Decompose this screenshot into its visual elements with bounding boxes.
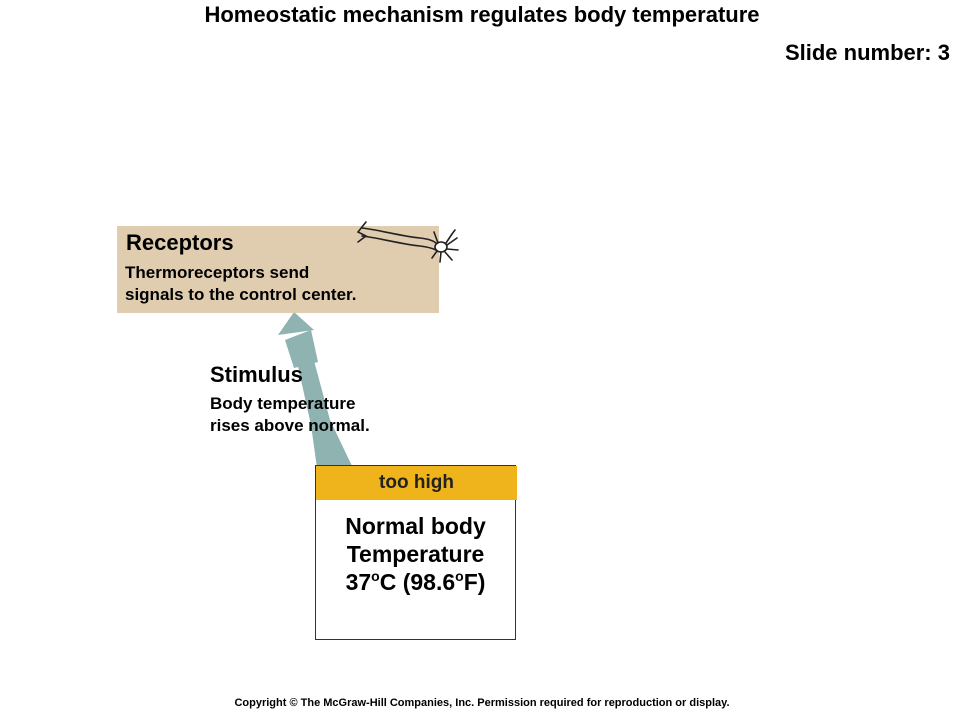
receptors-heading: Receptors	[126, 230, 234, 255]
neuron-icon	[356, 221, 459, 263]
fahrenheit-unit: F)	[463, 569, 486, 595]
slide-number: Slide number: 3	[784, 40, 950, 65]
too-high-band: too high	[316, 466, 517, 500]
degree-symbol-2: o	[455, 568, 464, 584]
set-point-text: Normal body Temperature 37oC (98.6oF)	[316, 512, 515, 596]
receptors-description: Thermoreceptors send signals to the cont…	[125, 262, 356, 306]
stimulus-heading: Stimulus	[210, 362, 303, 387]
stimulus-line-1: Body temperature	[210, 394, 356, 413]
celsius-value: 37	[345, 569, 372, 595]
up-arrow-icon	[278, 312, 353, 468]
set-point-line-2: Temperature	[346, 541, 485, 567]
set-point-line-1: Normal body	[345, 513, 486, 539]
stimulus-description: Body temperature rises above normal.	[210, 393, 370, 437]
receptors-line-2: signals to the control center.	[125, 285, 357, 304]
set-point-line-3: 37oC (98.6oF)	[316, 568, 515, 596]
stimulus-line-2: rises above normal.	[210, 416, 370, 435]
receptors-line-1: Thermoreceptors send	[125, 263, 310, 282]
slide-title: Homeostatic mechanism regulates body tem…	[204, 2, 760, 27]
degree-symbol: o	[371, 568, 380, 584]
copyright-notice: Copyright © The McGraw-Hill Companies, I…	[234, 697, 730, 709]
celsius-unit: C (98.6	[379, 569, 456, 595]
